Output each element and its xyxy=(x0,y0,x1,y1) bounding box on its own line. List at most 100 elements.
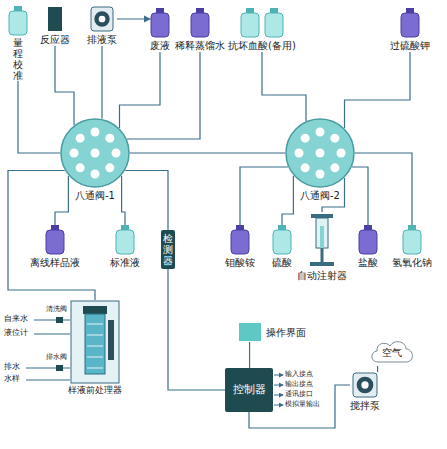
pump-symbol-icon xyxy=(90,6,114,32)
shape-part xyxy=(105,134,114,143)
shape-part xyxy=(87,335,103,336)
shape-part xyxy=(353,373,377,397)
reagent-bottle: 钼酸铵 xyxy=(225,225,255,269)
controller-box: 控制器 xyxy=(225,368,273,412)
shape-part xyxy=(316,128,325,137)
pipe-connector xyxy=(352,167,368,225)
node-text: 操作界面 xyxy=(266,326,306,339)
node-text: 搅拌泵 xyxy=(350,399,380,412)
node-text: 标准液 xyxy=(110,256,140,269)
reagent-bottle: 稀释蒸馏水 xyxy=(175,8,225,52)
pipe-connector xyxy=(127,52,200,139)
reagent-bottle: 量程校准 xyxy=(8,6,28,81)
shape-part xyxy=(316,218,328,248)
shape-part xyxy=(231,230,249,254)
shape-part xyxy=(99,16,106,23)
reagent-bottle: 氢氧化钠 xyxy=(392,225,432,269)
shape-part xyxy=(151,13,169,37)
shape-part xyxy=(26,367,70,368)
node-text: 抗坏血酸(备用) xyxy=(228,39,296,52)
reactor-box: 反应器 xyxy=(40,6,70,46)
shape-part xyxy=(9,11,27,35)
node-text: 废液 xyxy=(150,39,170,52)
shape-part xyxy=(301,134,310,143)
reagent-bottle-icon xyxy=(400,8,420,38)
reagent-bottle: 硫酸 xyxy=(272,225,292,269)
pretreatment-pipes xyxy=(26,320,70,380)
shape-part xyxy=(241,13,259,37)
node-text: 自动注射器 xyxy=(297,269,347,282)
shape-part xyxy=(191,13,209,37)
pipe-connector xyxy=(120,52,161,128)
shape-part xyxy=(286,119,354,187)
node-text: 量程校准 xyxy=(13,37,23,81)
port-label: 输入接点 xyxy=(285,370,313,378)
pipe-connector xyxy=(282,176,293,225)
reactor-box-icon xyxy=(47,6,63,32)
node-text: 钼酸铵 xyxy=(225,256,255,269)
shape-part xyxy=(112,149,121,158)
pretreatment-unit: 样液前处理器 xyxy=(68,300,122,397)
shape-part xyxy=(239,323,261,341)
shape-part xyxy=(337,149,346,158)
shape-part xyxy=(34,333,70,334)
reagent-bottle-icon xyxy=(402,225,422,255)
drain-valve-symbol xyxy=(56,365,63,371)
node-text: 硫酸 xyxy=(272,256,292,269)
shape-part xyxy=(91,170,100,179)
shape-part xyxy=(278,225,286,230)
pipe-label: 液位计 xyxy=(4,328,28,338)
shape-part xyxy=(321,248,324,262)
reagent-bottle-icon xyxy=(230,225,250,255)
shape-part xyxy=(94,11,109,26)
shape-part xyxy=(14,6,22,11)
shape-part xyxy=(274,385,283,386)
shape-part xyxy=(265,13,283,37)
shape-part xyxy=(372,342,413,362)
operator-screen: 操作界面 xyxy=(238,322,306,342)
shape-part xyxy=(105,163,114,172)
node-text: 盐酸 xyxy=(358,256,378,269)
pipe-connector xyxy=(262,52,306,121)
port-label: 通讯接口 xyxy=(285,390,313,398)
pipe-connector xyxy=(55,176,68,225)
shape-part xyxy=(83,306,107,314)
reagent-bottle: 废液 xyxy=(150,8,170,52)
shape-part xyxy=(316,149,325,158)
shape-part xyxy=(330,134,339,143)
shape-part xyxy=(403,230,421,254)
shape-part xyxy=(87,324,103,325)
shape-part xyxy=(311,214,333,218)
detector-box: 检测器 xyxy=(161,230,175,269)
controller-port-arrows xyxy=(274,375,283,405)
reagent-bottle-icon xyxy=(150,8,170,38)
shape-part xyxy=(34,319,70,320)
shape-part xyxy=(85,314,105,374)
shape-part xyxy=(91,149,100,158)
pipe-connector xyxy=(355,153,412,225)
shape-part xyxy=(116,230,134,254)
pipe-connector xyxy=(122,176,125,225)
eight-port-valve-icon xyxy=(285,118,355,188)
pump-symbol: 搅拌泵 xyxy=(350,372,380,412)
pump-symbol: 排液泵 xyxy=(87,6,117,46)
shape-part xyxy=(76,134,85,143)
reagent-bottle: 抗坏血酸(备用) xyxy=(228,8,296,52)
shape-part xyxy=(301,163,310,172)
shape-part xyxy=(320,226,324,248)
shape-part xyxy=(357,377,374,394)
eight-port-valve: 八通阀-2 xyxy=(285,118,355,202)
shape-part xyxy=(91,128,100,137)
pipe-connector xyxy=(377,366,378,372)
shape-part xyxy=(273,230,291,254)
operator-screen-icon xyxy=(238,322,262,342)
node-text: 八通阀-2 xyxy=(300,189,340,202)
pipe-label: 水样 xyxy=(4,374,20,384)
shape-part xyxy=(236,225,244,230)
pipe-connector xyxy=(240,167,288,225)
reagent-bottle-icon xyxy=(272,225,292,255)
shape-part xyxy=(76,163,85,172)
pipe-connector xyxy=(345,52,411,128)
shape-part xyxy=(91,7,113,31)
pipe-connector xyxy=(8,171,95,301)
